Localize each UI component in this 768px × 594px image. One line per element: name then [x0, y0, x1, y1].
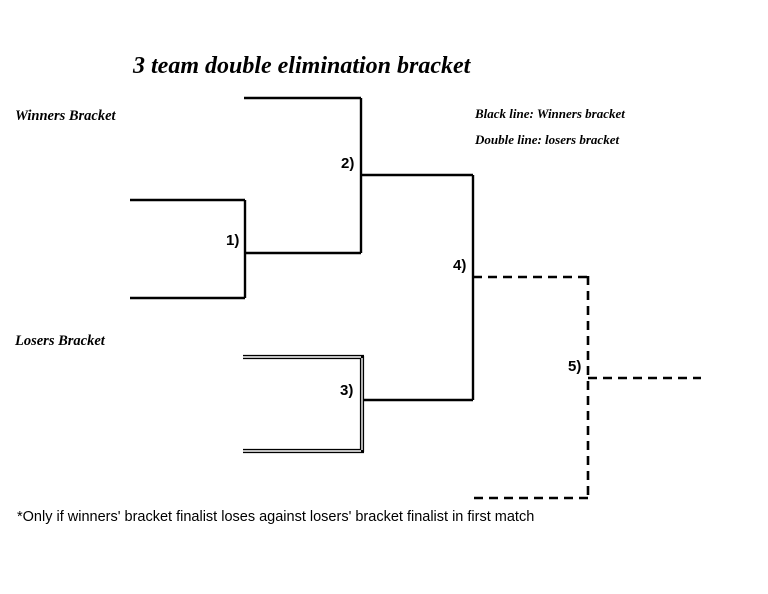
- match-2-number: 2): [341, 155, 354, 172]
- losers-bracket-label: Losers Bracket: [14, 333, 106, 349]
- match-5-lines: [473, 275, 701, 500]
- page-title: 3 team double elimination bracket: [132, 53, 472, 79]
- winners-bracket-label: Winners Bracket: [15, 108, 117, 124]
- match-4-lines: [361, 173, 475, 402]
- match-2-lines: [244, 96, 363, 255]
- match-1-lines: [130, 198, 247, 300]
- legend-item-losers: Double line: losers bracket: [474, 132, 619, 147]
- footnote: *Only if winners' bracket finalist loses…: [17, 509, 534, 525]
- match-1-number: 1): [226, 232, 239, 249]
- match-3-number: 3): [340, 382, 353, 399]
- match-5-number: 5): [568, 358, 581, 375]
- match-3-lines: [243, 354, 365, 454]
- match-4-number: 4): [453, 257, 466, 274]
- legend-item-winners: Black line: Winners bracket: [474, 106, 625, 121]
